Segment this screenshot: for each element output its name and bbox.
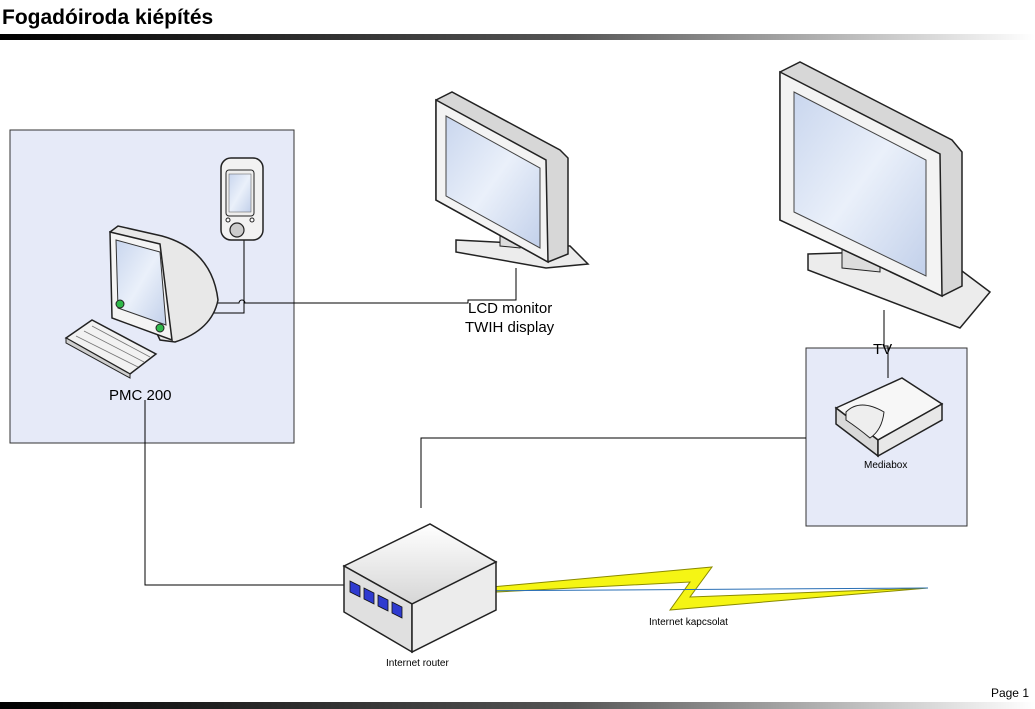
header-bar [0,34,1035,40]
lcd-label-line1: LCD monitor [468,300,552,317]
lcd-label-line2: TWIH display [465,319,555,336]
router-icon [342,523,498,654]
internet-line [457,587,929,592]
keyboard-icon [64,319,158,379]
pmc-label: PMC 200 [109,387,172,404]
mediabox-label: Mediabox [864,460,907,471]
page-number: Page 1 [990,686,1029,700]
router-port-leds [349,580,403,619]
lcd-monitor-icon [435,91,590,269]
page-title: Fogadóiroda kiépítés [2,6,214,29]
tv-label: TV [873,341,892,358]
connector-lines [144,240,889,586]
pda-link [212,240,245,314]
monitor-link [212,268,517,304]
mediabox-icon [834,377,944,458]
crt-monitor-icon [109,225,219,343]
footer-bar [0,702,1035,709]
mediabox-router-link [420,437,806,508]
pmc-router-link [144,400,345,586]
internet-label: Internet kapcsolat [649,617,728,628]
tv-mediabox-link [883,310,889,378]
tv-icon [779,61,992,329]
router-label: Internet router [386,658,449,669]
pda-icon [220,157,264,241]
